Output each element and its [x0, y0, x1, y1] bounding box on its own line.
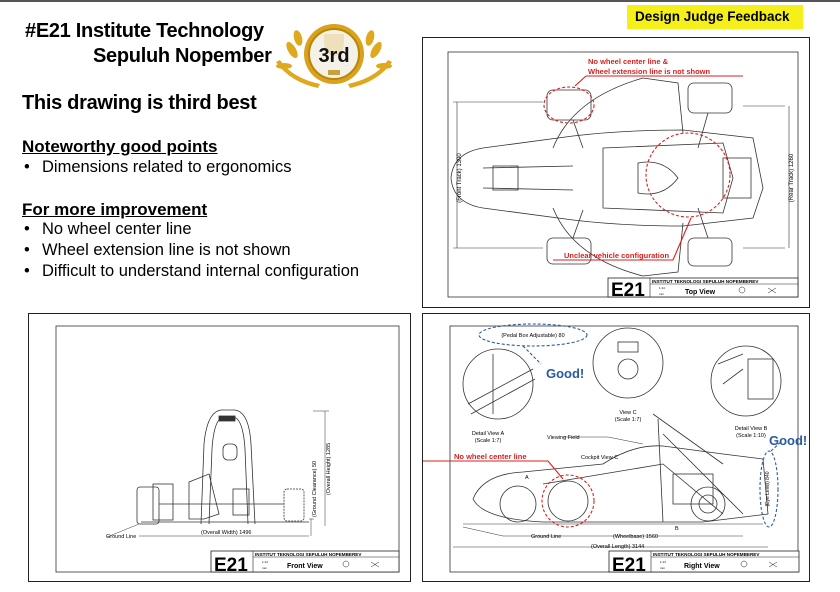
- good-annotation: Good!: [769, 433, 807, 448]
- wheelbase-dimension: (Wheelbase) 1560: [613, 534, 658, 540]
- overall-height-dimension: (Overall Height) 1285: [326, 443, 332, 495]
- right-view-note: No wheel center line: [454, 452, 527, 461]
- scale-label: 1:14: [660, 560, 666, 564]
- view-c-label: View C: [619, 410, 636, 416]
- unit-label: mm: [660, 566, 665, 570]
- top-border: [0, 0, 840, 2]
- improvement-item: Difficult to understand internal configu…: [24, 262, 359, 281]
- view-name: Top View: [685, 289, 716, 296]
- institute-name: INSTITUT TEKNOLOGI SEPULUH NOPEMBEREV: [652, 279, 759, 284]
- viewing-field-label: Viewing Field: [547, 435, 580, 441]
- label-a: A: [525, 475, 529, 481]
- detail-view-a-label: Detail View A: [472, 431, 505, 437]
- view-name: Right View: [684, 563, 720, 570]
- cockpit-view-label: Cockpit View C: [581, 455, 618, 461]
- team-number: E21: [214, 555, 248, 576]
- unit-label: mm: [659, 292, 664, 296]
- front-track-dimension: (Front Track) 1300: [457, 153, 463, 203]
- team-number: E21: [612, 555, 646, 576]
- ground-line-label: Ground Line: [106, 534, 136, 540]
- improvement-item: No wheel center line: [24, 220, 192, 239]
- ground-line-label: Ground Line: [531, 534, 561, 540]
- institute-name: INSTITUT TEKNOLOGI SEPULUH NOPEMBEREV: [653, 552, 760, 557]
- title-line-1: #E21 Institute Technology: [25, 20, 264, 42]
- eye-level-dimension: (Eye Level) 840: [765, 471, 771, 506]
- overall-width-dimension: (Overall Width) 1496: [201, 530, 251, 536]
- pedal-box-dimension: (Pedal Box Adjustable) 80: [501, 333, 564, 339]
- title-block: E21 INSTITUT TEKNOLOGI SEPULUH NOPEMBERE…: [608, 550, 800, 576]
- right-view-drawing: (Pedal Box Adjustable) 80 (Eye Level) 84…: [422, 313, 810, 582]
- improvement-heading: For more improvement: [22, 200, 208, 219]
- top-view-note-1: No wheel center line &: [588, 57, 669, 66]
- top-view-note-1b: Wheel extension line is not shown: [588, 67, 711, 76]
- label-b: B: [675, 526, 679, 532]
- top-view-drawing: (Front Track) 1300 (Rear Track) 1260 No …: [422, 37, 810, 308]
- good-annotation: Good!: [546, 366, 584, 381]
- front-view-drawing: (Overall Width) 1496 Ground Line (Ground…: [28, 313, 411, 582]
- top-view-note-2: Unclear vehicle configuration: [564, 251, 669, 260]
- rank-label: 3rd: [318, 45, 349, 67]
- detail-view-b-label: Detail View B: [735, 426, 768, 432]
- title-block: E21 INSTITUT TEKNOLOGI SEPULUH NOPEMBERE…: [607, 277, 799, 301]
- view-c-scale: (Scale 1:7): [615, 417, 642, 423]
- good-points-heading: Noteworthy good points: [22, 137, 218, 156]
- improvement-item: Wheel extension line is not shown: [24, 241, 291, 260]
- ground-clearance-dimension: (Ground Clearance) 50: [312, 461, 318, 517]
- title-line-2: Sepuluh Nopember: [93, 45, 272, 67]
- overall-length-dimension: (Overall Length) 3144: [591, 544, 644, 550]
- unit-label: mm: [262, 566, 267, 570]
- trophy-icon: 3rd: [276, 24, 392, 88]
- scale-label: 1:14: [659, 286, 665, 290]
- title-block: E21 INSTITUT TEKNOLOGI SEPULUH NOPEMBERE…: [210, 550, 400, 576]
- detail-view-a-scale: (Scale 1:7): [475, 438, 502, 444]
- good-point-item: Dimensions related to ergonomics: [24, 158, 291, 177]
- scale-label: 1:14: [262, 560, 268, 564]
- view-name: Front View: [287, 563, 323, 570]
- rear-track-dimension: (Rear Track) 1260: [789, 153, 795, 202]
- feedback-badge: Design Judge Feedback: [627, 5, 803, 29]
- team-number: E21: [611, 280, 645, 301]
- institute-name: INSTITUT TEKNOLOGI SEPULUH NOPEMBEREV: [255, 552, 362, 557]
- summary-heading: This drawing is third best: [22, 92, 257, 114]
- detail-view-b-scale: (Scale 1:10): [736, 433, 766, 439]
